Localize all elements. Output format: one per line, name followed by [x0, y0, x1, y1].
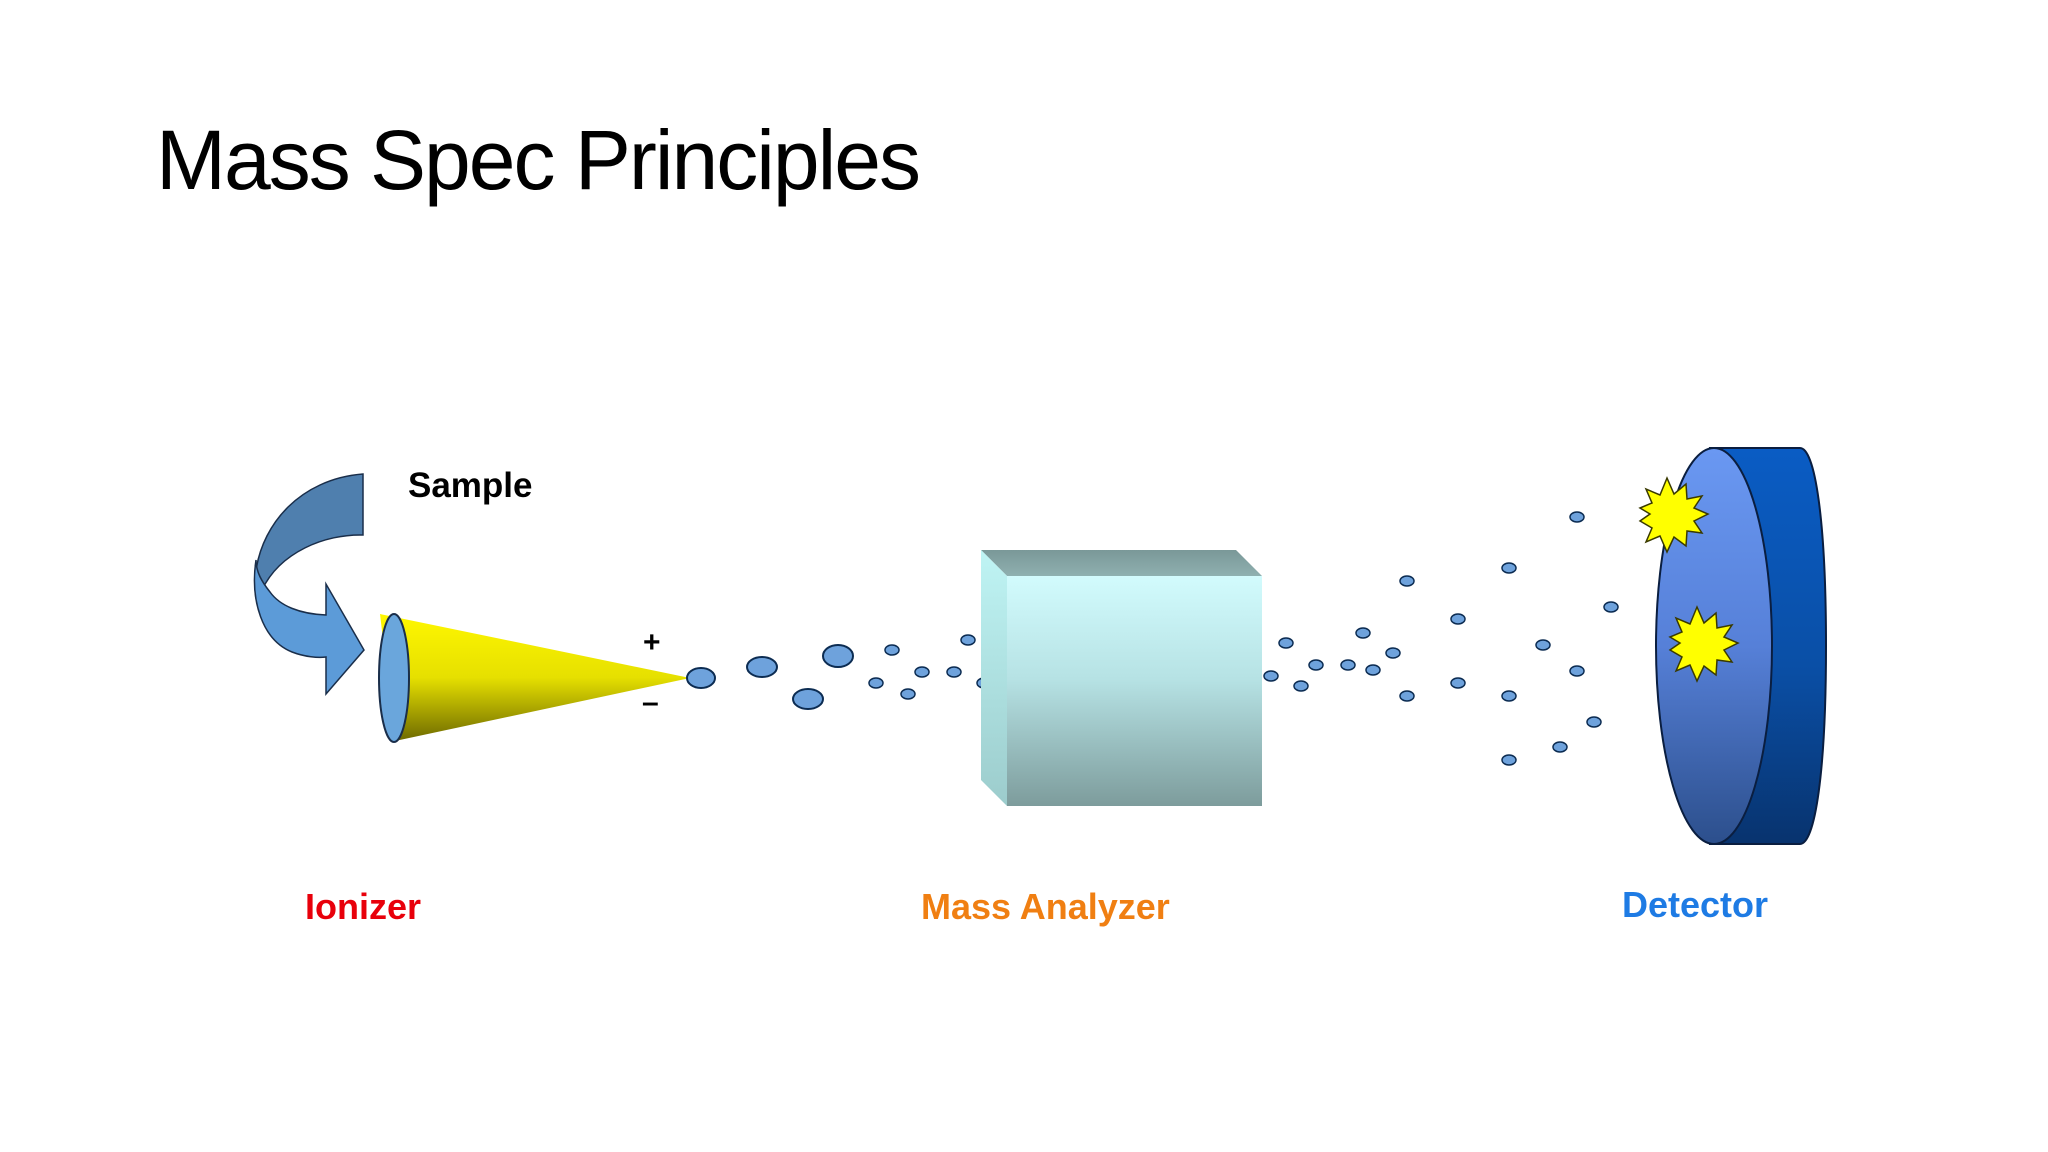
mass-analyzer-label: Mass Analyzer [921, 886, 1170, 927]
starburst-icon [1668, 605, 1740, 683]
ionizer-cone [378, 613, 690, 743]
detector-label: Detector [1622, 884, 1768, 925]
mass-analyzer-box [981, 550, 1262, 806]
ion-particles [686, 511, 1619, 766]
sample-label: Sample [408, 466, 533, 505]
slide-title: Mass Spec Principles [156, 113, 921, 207]
starburst-icon [1638, 476, 1710, 554]
minus-sign: – [642, 686, 659, 719]
ionizer-label: Ionizer [305, 886, 421, 927]
sample-arrow-icon [253, 473, 365, 697]
plus-sign: + [643, 626, 661, 659]
